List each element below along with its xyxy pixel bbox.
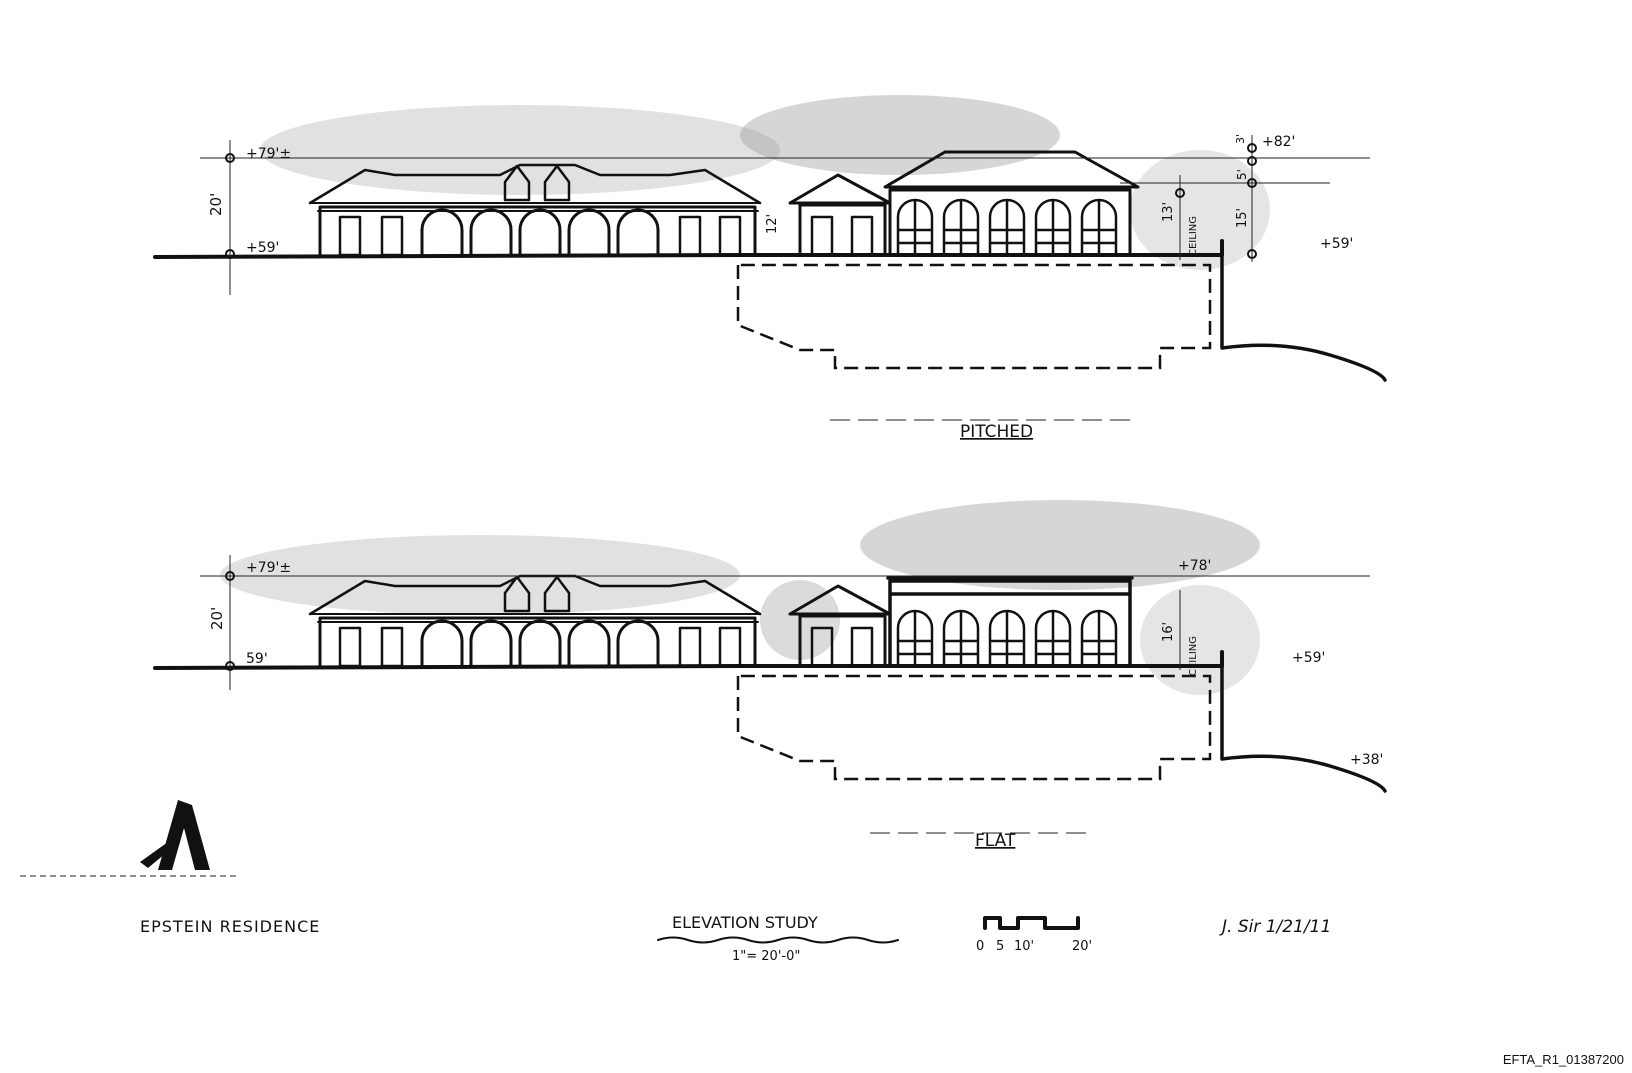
dormers xyxy=(503,164,571,202)
window xyxy=(380,626,404,668)
level-top-left: +79'± xyxy=(246,146,291,162)
basement-outline xyxy=(736,263,1212,370)
terrain-level: +38' xyxy=(1350,752,1383,768)
right-pavilion-flat-roof xyxy=(886,576,1134,668)
arch xyxy=(420,208,464,257)
left-wing-wall xyxy=(318,205,757,257)
french-door xyxy=(1034,198,1072,257)
document-id: EFTA_R1_01387200 xyxy=(1502,1052,1624,1067)
scale-tick-5: 5 xyxy=(996,939,1004,954)
flat-title: FLAT xyxy=(975,831,1016,851)
terrain-slope xyxy=(1220,239,1387,382)
arch xyxy=(567,619,611,668)
scale-tick-20: 20' xyxy=(1072,939,1092,954)
level-base-left: 59' xyxy=(246,651,268,667)
window xyxy=(718,215,742,257)
arch xyxy=(420,619,464,668)
sheet-title: ELEVATION STUDY xyxy=(672,913,818,932)
project-name: EPSTEIN RESIDENCE xyxy=(140,917,320,936)
middle-pavilion xyxy=(788,173,892,257)
arch xyxy=(567,208,611,257)
french-door xyxy=(1080,198,1118,257)
height-left: 20' xyxy=(207,193,225,216)
dim-c: 15' xyxy=(1235,208,1250,228)
arch xyxy=(469,208,513,257)
left-wing-wall xyxy=(318,616,757,668)
window xyxy=(338,215,362,257)
pitched-elevation xyxy=(153,150,1387,382)
french-door xyxy=(988,609,1026,668)
title-block: EPSTEIN RESIDENCE ELEVATION STUDY 1"= 20… xyxy=(140,913,1331,964)
french-door xyxy=(942,198,980,257)
height-left: 20' xyxy=(208,607,226,630)
arch xyxy=(616,619,660,668)
arch xyxy=(518,208,562,257)
middle-pavilion xyxy=(788,584,892,668)
window xyxy=(380,215,404,257)
window xyxy=(850,215,874,257)
french-door xyxy=(988,198,1026,257)
ceiling-height: 13' xyxy=(1161,202,1176,222)
dormers xyxy=(503,575,571,613)
terrain-slope xyxy=(1220,650,1387,793)
scale-tick-0: 0 xyxy=(976,939,984,954)
french-door xyxy=(896,198,934,257)
flat-elevation xyxy=(153,574,1387,793)
window xyxy=(678,626,702,668)
window xyxy=(810,215,834,257)
ceiling-label: CEILING xyxy=(1188,636,1199,676)
dim-a: 3' xyxy=(1234,134,1247,144)
french-door xyxy=(942,609,980,668)
wing-height: 12' xyxy=(765,214,780,234)
pitched-dimensions: +79'± 20' +59' 12' 13' CEILING +82' 3' 5… xyxy=(200,134,1370,442)
right-pavilion-hip-roof xyxy=(883,150,1140,257)
level-base-right: +59' xyxy=(1292,650,1325,666)
level-base-left: +59' xyxy=(246,240,279,256)
architect-logo xyxy=(20,800,240,877)
arch xyxy=(518,619,562,668)
scale-text: 1"= 20'-0" xyxy=(732,949,800,964)
level-top-right: +82' xyxy=(1262,134,1295,150)
arch xyxy=(469,619,513,668)
ceiling-label: CEILING xyxy=(1188,216,1199,256)
level-top-left: +79'± xyxy=(246,560,291,576)
french-door xyxy=(1034,609,1072,668)
flat-dimensions: +79'± 20' 59' 16' CEILING +78' +59' +38'… xyxy=(200,555,1383,851)
level-top-right: +78' xyxy=(1178,558,1211,574)
signature-date: J. Sir 1/21/11 xyxy=(1219,917,1331,937)
left-roof xyxy=(308,163,762,205)
dim-b: 5' xyxy=(1235,169,1249,180)
window xyxy=(718,626,742,668)
pitched-title: PITCHED xyxy=(960,422,1033,442)
level-base-right: +59' xyxy=(1320,236,1353,252)
arch xyxy=(616,208,660,257)
window xyxy=(338,626,362,668)
french-door xyxy=(896,609,934,668)
window xyxy=(810,626,834,668)
scale-tick-10: 10' xyxy=(1014,939,1034,954)
ceiling-height: 16' xyxy=(1161,622,1176,642)
window xyxy=(850,626,874,668)
window xyxy=(678,215,702,257)
basement-outline xyxy=(736,674,1212,781)
french-door xyxy=(1080,609,1118,668)
